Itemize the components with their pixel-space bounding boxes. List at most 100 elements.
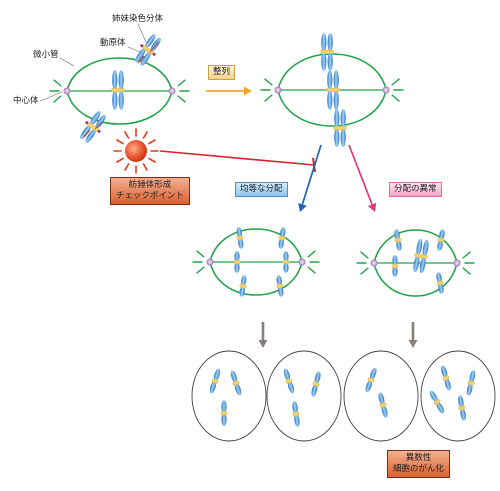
spindle-fiber — [66, 90, 173, 125]
centromere — [111, 88, 125, 92]
kinetochore-dot — [97, 129, 101, 133]
chromatid-arm — [413, 255, 420, 273]
cell-3-chromatid — [239, 275, 247, 297]
chromatid-arm — [466, 382, 473, 396]
chromatid-arm — [236, 227, 242, 239]
alignment-arrow — [206, 86, 252, 96]
centromere — [326, 88, 340, 92]
daughter-cell-4 — [420, 350, 496, 442]
chromatid-arm — [436, 401, 445, 414]
arrow-head — [298, 203, 307, 212]
kinetochore-label: 動原体 — [100, 38, 126, 48]
aster-ray — [360, 267, 369, 275]
chromatid-arm — [294, 413, 300, 427]
chromatid-arm — [437, 239, 443, 251]
leader-line — [39, 91, 63, 102]
chromatid-arm — [239, 285, 245, 297]
aster-ray — [264, 94, 273, 102]
chromatid-arm — [321, 33, 327, 52]
chromatid-arm — [85, 128, 97, 143]
chromatid-arm — [392, 266, 398, 277]
chromatid-arm — [333, 70, 339, 90]
chromatid-arm — [444, 377, 451, 391]
chromatid-arm — [213, 368, 221, 382]
centrosome-dot — [298, 258, 306, 266]
daughter-2-chromatid — [292, 401, 300, 427]
chromatid-arm — [209, 380, 217, 394]
abnormal-branch-arrow — [348, 144, 377, 212]
chromatid-arm — [441, 365, 448, 379]
aster-ray — [462, 267, 471, 275]
sun-disc — [125, 140, 147, 162]
centromere — [236, 235, 244, 241]
equal-down-arrow — [258, 322, 268, 348]
sun-ray — [116, 157, 124, 163]
chromatid-arm — [327, 33, 333, 52]
spindle-fiber — [66, 57, 173, 92]
chromatid-arm — [95, 114, 106, 129]
aster-ray — [53, 95, 62, 103]
aneuploidy-cancer-box: 異数性 細胞のがん化 — [387, 450, 451, 478]
centromere — [220, 411, 228, 415]
chromatid-arm — [314, 371, 321, 385]
cell-1-attached-chromosome — [135, 34, 161, 66]
centromere — [292, 411, 300, 417]
chromatid-arm — [340, 128, 346, 147]
daughter-4-chromatid — [441, 365, 451, 391]
checkpoint-line1: 紡錘体形成 — [128, 180, 172, 190]
aster-ray — [177, 79, 186, 87]
chromatid-arm — [283, 368, 291, 382]
aster-ray — [264, 78, 273, 86]
cell-3-chromatid — [236, 227, 244, 249]
kinetochore-dot — [152, 52, 156, 56]
centromere — [333, 126, 347, 130]
centrosome-dot — [274, 86, 282, 94]
kinetochore-dot — [140, 44, 144, 48]
chromatid-arm — [230, 370, 238, 384]
chromatid-arm — [327, 70, 333, 90]
chromatid-arm — [135, 48, 146, 63]
aster-ray — [177, 95, 186, 103]
chromatid-arm — [396, 239, 402, 251]
chromatid-arm — [458, 395, 464, 409]
cell-2-chromosome — [326, 70, 340, 110]
centromere — [367, 377, 375, 383]
arrow-head — [258, 340, 268, 348]
aster-ray — [462, 251, 471, 259]
chromatid-arm — [118, 70, 124, 90]
cell-1-attached-chromosome — [80, 111, 106, 143]
aster-ray — [360, 251, 369, 259]
centrosome-dot — [206, 258, 214, 266]
daughter-2-chromatid — [283, 368, 295, 394]
chromatid-arm — [283, 251, 289, 262]
chromatid-arm — [280, 227, 286, 239]
chromatid-arm — [416, 238, 423, 256]
chromatid-arm — [381, 404, 388, 418]
centromere — [278, 235, 286, 241]
chromatid-arm — [241, 275, 247, 287]
chromatid-arm — [439, 229, 445, 241]
kinetochore-fiber — [94, 121, 103, 130]
chromatid-arm — [292, 401, 298, 415]
chromatid-arm — [419, 256, 426, 274]
arrow-head — [408, 340, 418, 348]
chromatid-arm — [436, 272, 442, 284]
cell-2-chromosome — [333, 109, 347, 147]
leader-line — [137, 23, 147, 43]
chromatid-arm — [378, 392, 385, 406]
aster-ray — [53, 79, 62, 87]
centromere — [312, 381, 320, 387]
sun-ray — [148, 139, 156, 145]
centromere — [433, 399, 441, 405]
chromatid-arm — [221, 400, 227, 413]
spindle-fiber — [277, 89, 387, 127]
chromatid-arm — [369, 367, 377, 381]
spindle-fiber — [209, 261, 303, 296]
aster-ray — [196, 250, 205, 258]
aster-ray — [307, 266, 316, 274]
chromatid-arm — [238, 237, 244, 249]
chromatid-arm — [469, 370, 476, 384]
spindle-fiber — [373, 262, 458, 297]
aneuploidy-line2: 細胞のがん化 — [393, 464, 445, 474]
